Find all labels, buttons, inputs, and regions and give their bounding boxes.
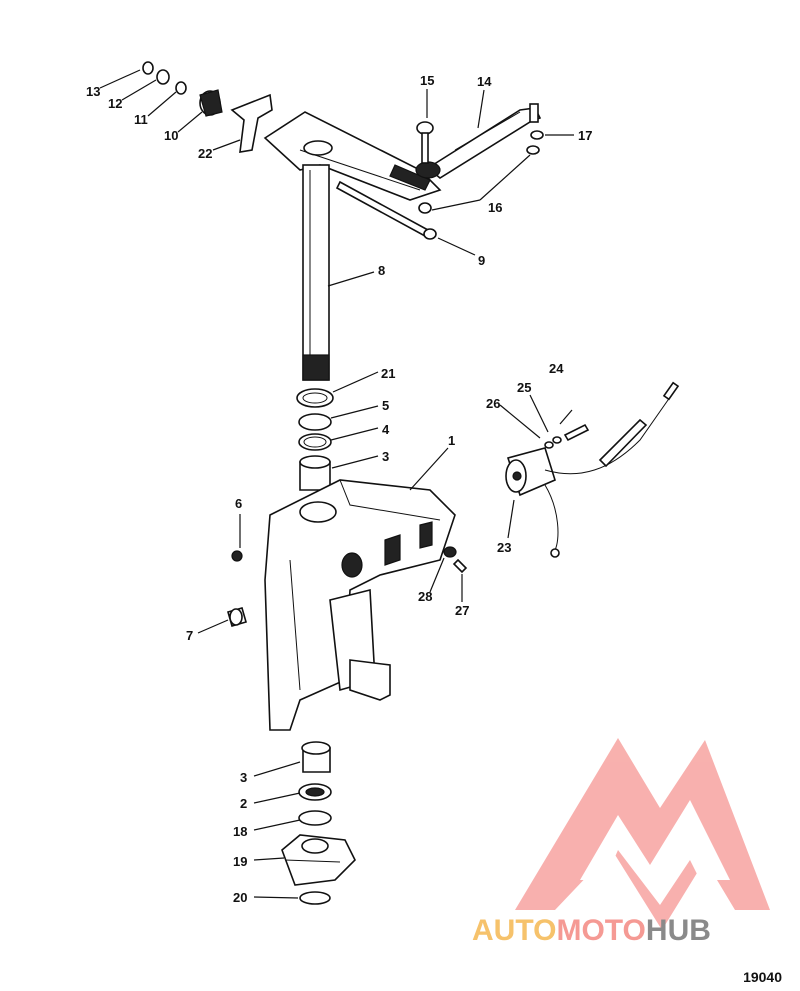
- callout-5: 5: [382, 398, 389, 413]
- callout-23: 23: [497, 540, 511, 555]
- callout-9: 9: [478, 253, 485, 268]
- bushing-3-upper: [299, 455, 331, 491]
- callout-labels: 13 12 11 10 22 15 14 17 16 9 8 21 5 4 3 …: [86, 73, 592, 905]
- grease-fitting-6: [231, 550, 243, 562]
- callout-8: 8: [378, 263, 385, 278]
- callout-7: 7: [186, 628, 193, 643]
- callout-6: 6: [235, 496, 242, 511]
- callout-21: 21: [381, 366, 395, 381]
- callout-10: 10: [164, 128, 178, 143]
- bolt-15: [416, 121, 434, 164]
- watermark-text: AUTOMOTOHUB: [472, 914, 711, 947]
- trim-sender-23: [505, 381, 680, 558]
- automotohub-logo: [515, 738, 770, 930]
- bushing-3-lower: [301, 741, 331, 773]
- callout-2: 2: [240, 796, 247, 811]
- callout-16: 16: [488, 200, 502, 215]
- washers-11-12-13: [142, 61, 187, 95]
- swivel-bracket-1: [264, 479, 456, 731]
- leader-lines: [99, 69, 574, 899]
- callout-3-lower: 3: [240, 770, 247, 785]
- bushing-7: [227, 607, 247, 627]
- callout-27: 27: [455, 603, 469, 618]
- callout-26: 26: [486, 396, 500, 411]
- ring-18: [298, 810, 332, 826]
- callout-3-upper: 3: [382, 449, 389, 464]
- watermark-hub: HUB: [646, 914, 711, 947]
- callout-25: 25: [517, 380, 531, 395]
- callout-15: 15: [420, 73, 434, 88]
- washer-21: [296, 388, 334, 408]
- steering-arm: [263, 111, 442, 201]
- bracket-22: [230, 93, 273, 153]
- seal-5: [298, 413, 332, 431]
- figure-number: 19040: [743, 969, 782, 985]
- retaining-ring-20: [299, 891, 331, 905]
- screw-24-washers-25-26: [544, 423, 590, 449]
- seal-2: [298, 783, 332, 801]
- callout-20: 20: [233, 890, 247, 905]
- callout-24: 24: [549, 361, 564, 376]
- callout-28: 28: [418, 589, 432, 604]
- watermark-moto: MOTO: [556, 914, 645, 947]
- callout-14: 14: [477, 74, 492, 89]
- callout-11: 11: [134, 112, 148, 127]
- washer-4: [298, 433, 332, 451]
- callout-19: 19: [233, 854, 247, 869]
- swivel-shaft-8: [302, 164, 330, 381]
- screw-27-28: [443, 546, 468, 574]
- callout-18: 18: [233, 824, 247, 839]
- callout-1: 1: [448, 433, 455, 448]
- callout-12: 12: [108, 96, 122, 111]
- callout-17: 17: [578, 128, 592, 143]
- steering-link-rod-14: [415, 103, 542, 179]
- washers-16-17: [526, 130, 544, 155]
- callout-22: 22: [198, 146, 212, 161]
- lower-yoke-19: [281, 834, 356, 886]
- bushing-10: [199, 89, 223, 117]
- tie-bolt-9: [335, 180, 437, 240]
- callout-13: 13: [86, 84, 100, 99]
- watermark-auto: AUTO: [472, 914, 556, 947]
- callout-4: 4: [382, 422, 390, 437]
